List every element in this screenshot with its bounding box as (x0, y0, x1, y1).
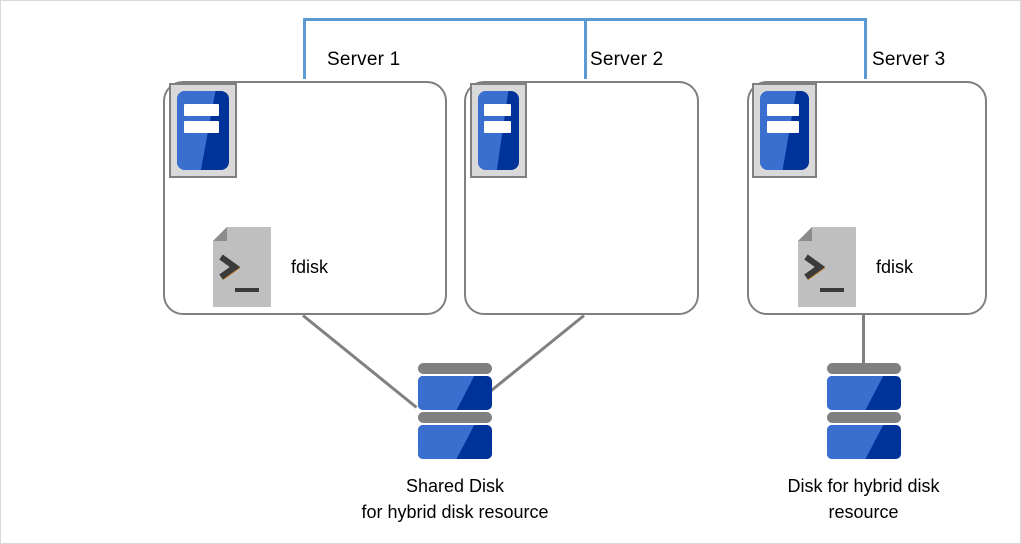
shared-disk-platter-2 (418, 425, 492, 459)
local-disk-platter-2 (827, 425, 901, 459)
shared-disk-icon[interactable] (418, 363, 492, 461)
connector-server1-to-shared-disk (302, 314, 418, 409)
server-label-2: Server 2 (590, 49, 664, 70)
connector-server3-to-local-disk (862, 314, 865, 364)
server-label-3: Server 3 (872, 49, 946, 70)
server-box-1[interactable] (163, 81, 447, 315)
fdisk-icon-group-1[interactable]: fdisk (213, 227, 373, 311)
server-icon-bar-bottom-2 (483, 121, 511, 133)
server-icon-body-2 (478, 91, 519, 170)
server-icon-body-1 (177, 91, 229, 170)
local-disk-cap-mid (827, 412, 901, 423)
fdisk-document-icon-1 (213, 227, 271, 307)
local-disk-cap-top (827, 363, 901, 374)
server-icon-bar-top-3 (766, 104, 800, 117)
server-icon-1 (169, 83, 237, 178)
fdisk-text-label-3: fdisk (876, 257, 914, 277)
server-icon-bar-top-2 (483, 104, 511, 117)
fdisk-icon-group-3[interactable]: fdisk (798, 227, 958, 311)
shared-disk-caption: Shared Disk for hybrid disk resource (361, 476, 549, 522)
network-drop-server1 (303, 18, 306, 79)
shared-disk-platter-1 (418, 376, 492, 410)
network-drop-server3 (864, 18, 867, 79)
network-drop-server2 (584, 18, 587, 79)
fdisk-text-label-1: fdisk (291, 257, 329, 277)
shared-disk-cap-top (418, 363, 492, 374)
local-disk-caption: Disk for hybrid disk resource (787, 476, 940, 522)
server-icon-bar-bottom-1 (184, 121, 219, 133)
server-icon-2 (470, 83, 527, 178)
local-disk-icon[interactable] (827, 363, 901, 461)
server-icon-bar-top-1 (184, 104, 219, 117)
fdisk-document-icon-3 (798, 227, 856, 307)
server-icon-3 (752, 83, 817, 178)
local-disk-platter-1 (827, 376, 901, 410)
server-icon-body-3 (760, 91, 809, 170)
server-label-1: Server 1 (327, 49, 401, 70)
server-icon-bar-bottom-3 (766, 121, 800, 133)
shared-disk-cap-mid (418, 412, 492, 423)
